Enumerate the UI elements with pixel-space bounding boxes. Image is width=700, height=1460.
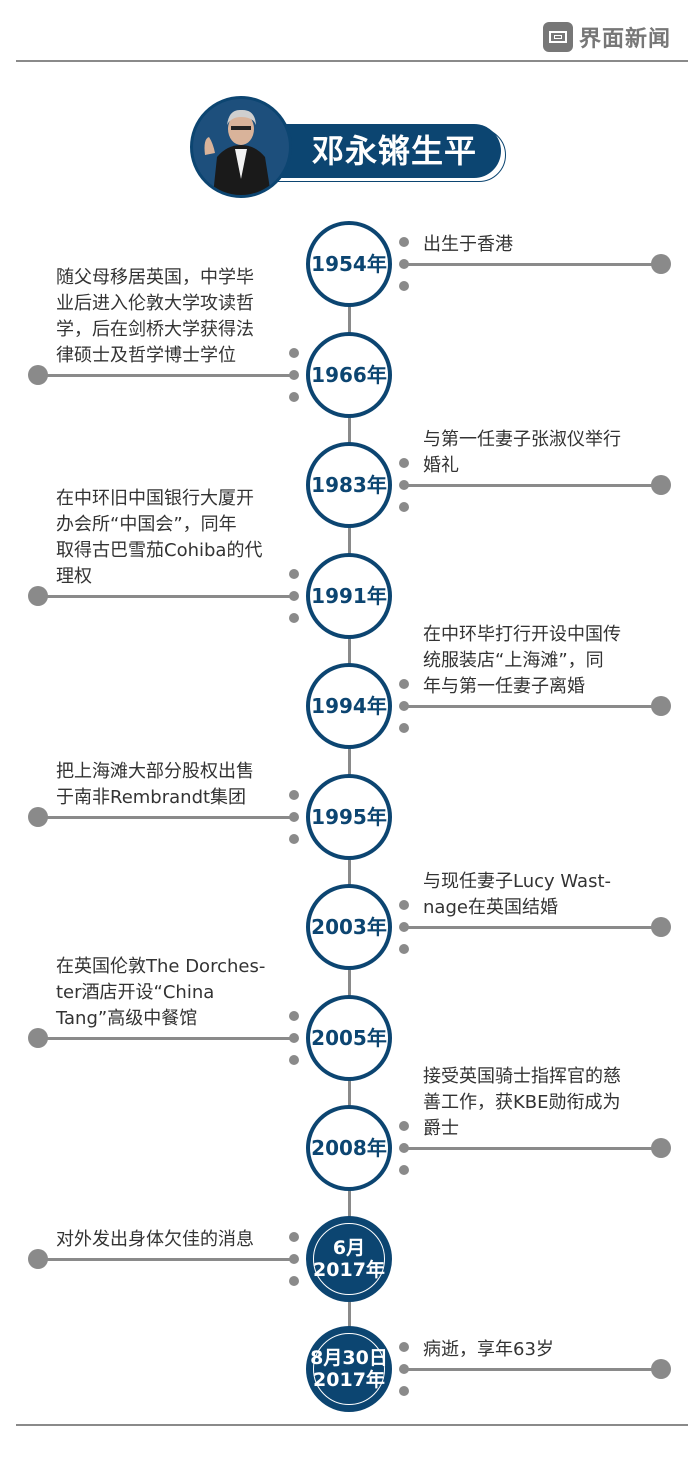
end-dot: [651, 475, 671, 495]
year-node: 1991年: [306, 553, 392, 639]
event-description: 对外发出身体欠佳的消息: [56, 1229, 254, 1250]
event-description: 在英国伦敦The Dorches- ter酒店开设“China Tang”高级中…: [56, 956, 266, 1029]
bottom-divider: [16, 1424, 688, 1426]
connector-line: [38, 1037, 294, 1040]
connector-dot: [399, 723, 409, 733]
connector-dot: [399, 1165, 409, 1175]
year-label: 1954年: [311, 252, 387, 276]
brand-header: 界面新闻: [543, 22, 671, 52]
year-label: 6月 2017年: [313, 1237, 385, 1281]
connector-dot: [399, 1342, 409, 1352]
connector-dot: [289, 790, 299, 800]
connector-dot: [399, 1121, 409, 1131]
connector-dot: [399, 1386, 409, 1396]
connector-dot: [399, 281, 409, 291]
portrait-avatar: [190, 96, 292, 198]
connector-dot: [399, 679, 409, 689]
connector-dot: [289, 1232, 299, 1242]
connector-dot: [399, 944, 409, 954]
connector-dot: [289, 591, 299, 601]
connector-dot: [289, 1276, 299, 1286]
year-label: 1983年: [311, 473, 387, 497]
year-node: 1966年: [306, 332, 392, 418]
event-description: 把上海滩大部分股权出售 于南非Rembrandt集团: [56, 761, 254, 808]
connector-line: [38, 595, 294, 598]
connector-dot: [289, 1011, 299, 1021]
year-node: 2005年: [306, 995, 392, 1081]
end-dot: [28, 586, 48, 606]
end-dot: [28, 365, 48, 385]
connector-line: [404, 263, 660, 266]
year-node: 1995年: [306, 774, 392, 860]
year-node: 1983年: [306, 442, 392, 528]
connector-dot: [289, 392, 299, 402]
year-label: 1994年: [311, 694, 387, 718]
brand-name: 界面新闻: [579, 27, 672, 52]
year-node: 2008年: [306, 1105, 392, 1191]
connector-dot: [289, 1055, 299, 1065]
year-label: 8月30日 2017年: [310, 1347, 388, 1391]
end-dot: [651, 254, 671, 274]
connector-dot: [289, 834, 299, 844]
event-description: 与现任妻子Lucy Wast- nage在英国结婚: [423, 871, 611, 918]
connector-dot: [289, 1254, 299, 1264]
connector-dot: [289, 569, 299, 579]
end-dot: [28, 1028, 48, 1048]
year-label: 1966年: [311, 363, 387, 387]
connector-dot: [289, 370, 299, 380]
connector-dot: [289, 348, 299, 358]
connector-dot: [289, 1033, 299, 1043]
top-divider: [16, 60, 688, 62]
connector-dot: [399, 237, 409, 247]
jiemian-logo-icon: [543, 22, 573, 52]
connector-dot: [399, 502, 409, 512]
connector-dot: [399, 900, 409, 910]
connector-line: [404, 926, 660, 929]
connector-line: [404, 705, 660, 708]
connector-dot: [289, 613, 299, 623]
connector-line: [38, 1258, 294, 1261]
year-label: 1995年: [311, 805, 387, 829]
connector-line: [404, 1147, 660, 1150]
event-description: 与第一任妻子张淑仪举行 婚礼: [423, 429, 621, 476]
year-node: 6月 2017年: [306, 1216, 392, 1302]
year-node: 1994年: [306, 663, 392, 749]
year-node: 8月30日 2017年: [306, 1326, 392, 1412]
event-description: 病逝，享年63岁: [423, 1339, 554, 1360]
page-title: 邓永锵生平: [312, 132, 478, 170]
event-description: 在中环旧中国银行大厦开 办会所“中国会”，同年 取得古巴雪茄Cohiba的代 理…: [56, 488, 263, 587]
event-description: 随父母移居英国，中学毕 业后进入伦敦大学攻读哲 学，后在剑桥大学获得法 律硕士及…: [56, 267, 254, 366]
event-description: 接受英国骑士指挥官的慈 善工作，获KBE勋衔成为 爵士: [423, 1066, 621, 1139]
year-label: 2003年: [311, 915, 387, 939]
connector-dot: [399, 458, 409, 468]
year-label: 2008年: [311, 1136, 387, 1160]
end-dot: [651, 1359, 671, 1379]
connector-dot: [289, 812, 299, 822]
title-pill: [265, 124, 501, 178]
end-dot: [28, 807, 48, 827]
year-node: 1954年: [306, 221, 392, 307]
end-dot: [651, 696, 671, 716]
connector-line: [38, 374, 294, 377]
end-dot: [651, 917, 671, 937]
connector-line: [404, 484, 660, 487]
year-node: 2003年: [306, 884, 392, 970]
end-dot: [28, 1249, 48, 1269]
event-description: 在中环毕打行开设中国传 统服装店“上海滩”，同 年与第一任妻子离婚: [423, 624, 621, 697]
end-dot: [651, 1138, 671, 1158]
event-description: 出生于香港: [423, 234, 513, 255]
year-label: 2005年: [311, 1026, 387, 1050]
connector-line: [38, 816, 294, 819]
connector-line: [404, 1368, 660, 1371]
year-label: 1991年: [311, 584, 387, 608]
